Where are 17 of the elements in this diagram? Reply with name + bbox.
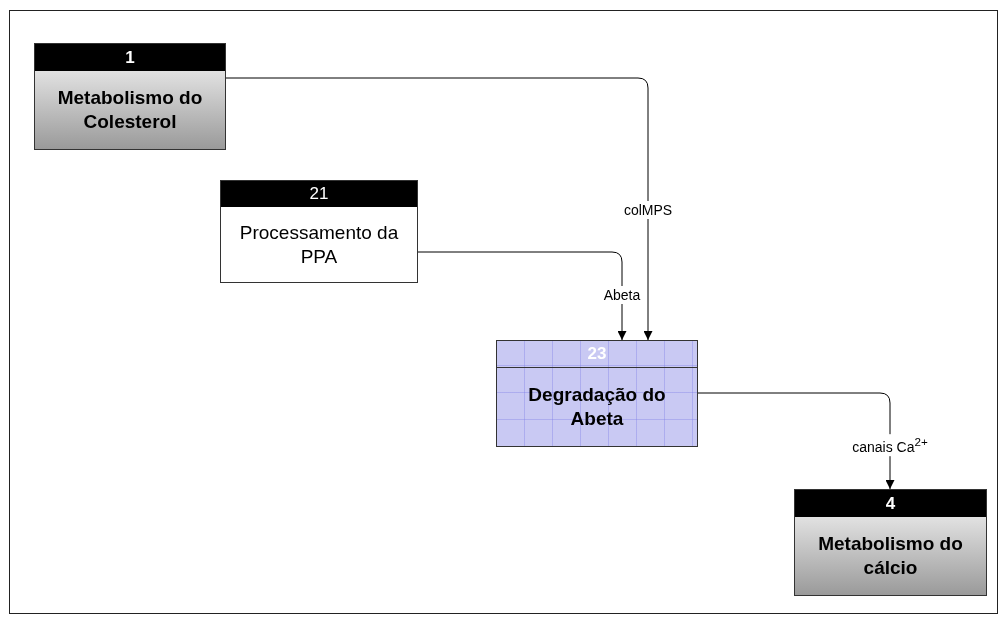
process-title: Metabolismo do Colesterol: [56, 86, 204, 134]
arrow: [697, 392, 895, 490]
process-box: [794, 489, 987, 596]
process-box: [220, 180, 418, 283]
edge-label: colMPS: [621, 201, 675, 219]
process-title: Metabolismo do cálcio: [817, 532, 964, 580]
process-number: 21: [221, 181, 417, 207]
process-number: 4: [795, 490, 986, 517]
process-number: 1: [35, 44, 225, 71]
process-box: [34, 43, 226, 150]
arrow: [225, 77, 653, 341]
process-title: Degradação do Abeta: [527, 382, 667, 431]
arrow: [417, 251, 627, 341]
edge-label: canais Ca$^{2+}$: [850, 434, 930, 456]
process-title: Processamento da PPA: [238, 220, 400, 269]
process-box: [496, 340, 698, 447]
edge-label: Abeta: [601, 286, 643, 304]
